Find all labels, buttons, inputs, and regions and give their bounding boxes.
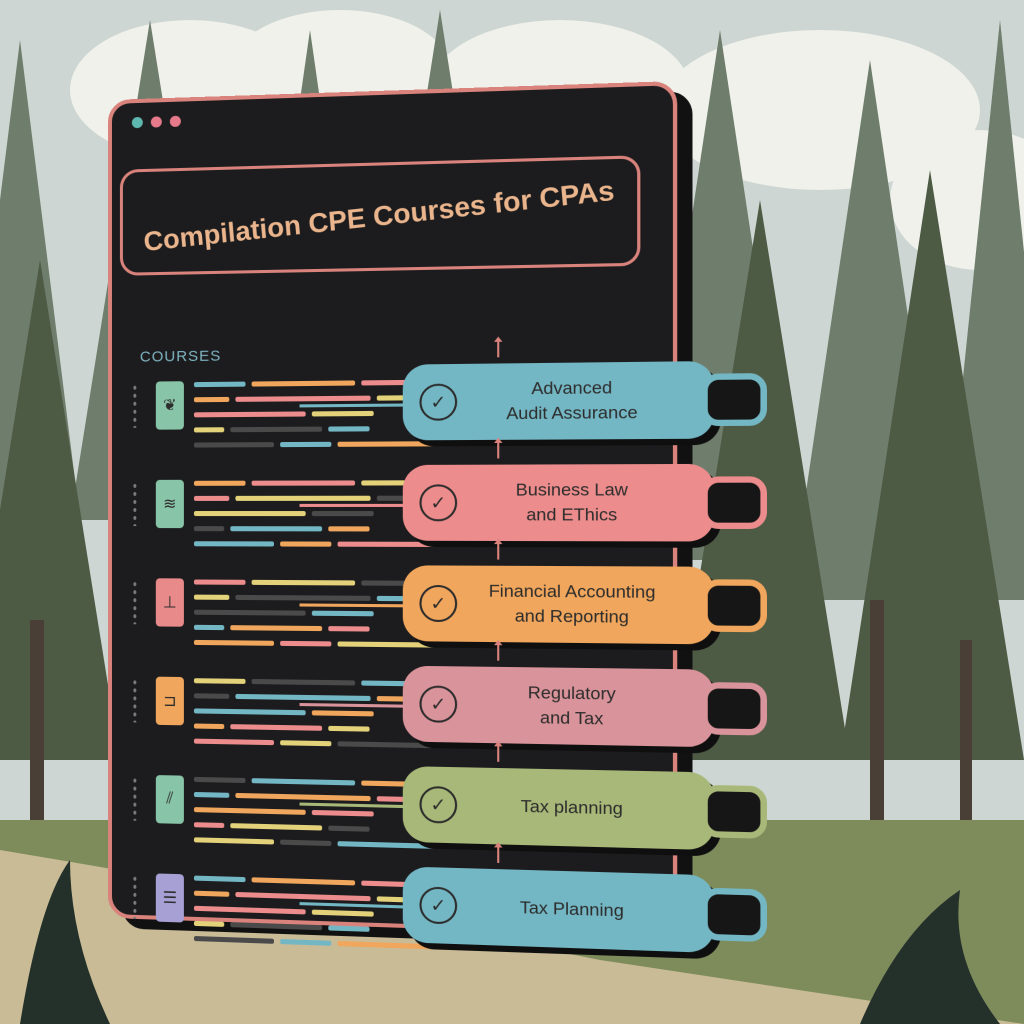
course-label: Tax Planning <box>519 897 624 921</box>
drag-handle-icon[interactable] <box>131 481 138 527</box>
binder-clip-icon <box>701 476 768 530</box>
stack-icon: ☰ <box>155 873 184 923</box>
up-arrow-icon <box>497 543 500 560</box>
check-circle-icon[interactable]: ✓ <box>419 584 458 623</box>
course-label: Financial Accounting and Reporting <box>488 581 656 627</box>
binder-clip-icon <box>701 373 768 427</box>
course-row[interactable]: ⫽ <box>128 764 456 850</box>
course-label: Business Law and EThics <box>515 479 628 525</box>
course-row[interactable]: ⊐ <box>128 666 456 749</box>
course-row[interactable]: ☰ <box>128 863 456 950</box>
up-arrow-icon <box>497 644 500 661</box>
check-circle-icon[interactable]: ✓ <box>419 383 458 421</box>
course-pill[interactable]: ✓ Financial Accounting and Reporting <box>402 565 715 645</box>
page-title: Compilation CPE Courses for CPAs <box>142 174 616 257</box>
drag-handle-icon[interactable] <box>131 383 138 428</box>
title-box: Compilation CPE Courses for CPAs <box>119 155 641 276</box>
binder-clip-icon <box>701 579 768 633</box>
course-pill[interactable]: ✓ Tax Planning <box>402 866 715 953</box>
window-panel: Compilation CPE Courses for CPAs COURSES… <box>108 80 768 953</box>
drag-handle-icon[interactable] <box>131 874 138 919</box>
scroll-icon: ❦ <box>155 381 184 430</box>
drag-handle-icon[interactable] <box>131 776 138 821</box>
course-row[interactable]: ≋ <box>128 469 456 548</box>
courses-section-label: COURSES <box>139 347 222 366</box>
course-row[interactable]: ⊥ <box>128 568 456 648</box>
binder-clip-icon <box>701 887 768 943</box>
book-icon: ⫽ <box>155 775 184 824</box>
course-pill[interactable]: ✓ Business Law and EThics <box>402 463 715 542</box>
document-icon: ≋ <box>155 479 184 529</box>
window-dot-2[interactable] <box>150 116 162 128</box>
course-row[interactable]: ❦ <box>128 368 456 448</box>
up-arrow-icon <box>497 745 500 762</box>
dirt-path <box>0 850 1024 1024</box>
course-label: Regulatory and Tax <box>527 682 616 729</box>
drag-handle-icon[interactable] <box>131 580 138 625</box>
drag-handle-icon[interactable] <box>131 678 138 723</box>
course-pill[interactable]: ✓ Advanced Audit Assurance <box>402 361 715 441</box>
check-circle-icon[interactable]: ✓ <box>419 785 458 824</box>
window-controls <box>131 115 181 129</box>
check-circle-icon[interactable]: ✓ <box>419 886 458 925</box>
course-label: Tax planning <box>520 796 623 819</box>
check-circle-icon[interactable]: ✓ <box>419 685 458 723</box>
up-arrow-icon <box>497 441 500 459</box>
ledger-icon: ⊐ <box>155 676 184 726</box>
window-dot-1[interactable] <box>131 116 143 129</box>
chart-icon: ⊥ <box>155 578 184 627</box>
up-arrow-icon <box>497 846 500 863</box>
course-label: Advanced Audit Assurance <box>506 377 638 424</box>
course-pill[interactable]: ✓ Regulatory and Tax <box>402 665 715 748</box>
window-dot-3[interactable] <box>169 115 181 128</box>
course-pill[interactable]: ✓ Tax planning <box>402 766 715 851</box>
ferns <box>20 860 1000 1024</box>
tree-trunks <box>30 600 972 870</box>
binder-clip-icon <box>701 784 768 839</box>
binder-clip-icon <box>701 682 768 736</box>
up-arrow-icon <box>497 340 500 358</box>
check-circle-icon[interactable]: ✓ <box>419 484 458 522</box>
